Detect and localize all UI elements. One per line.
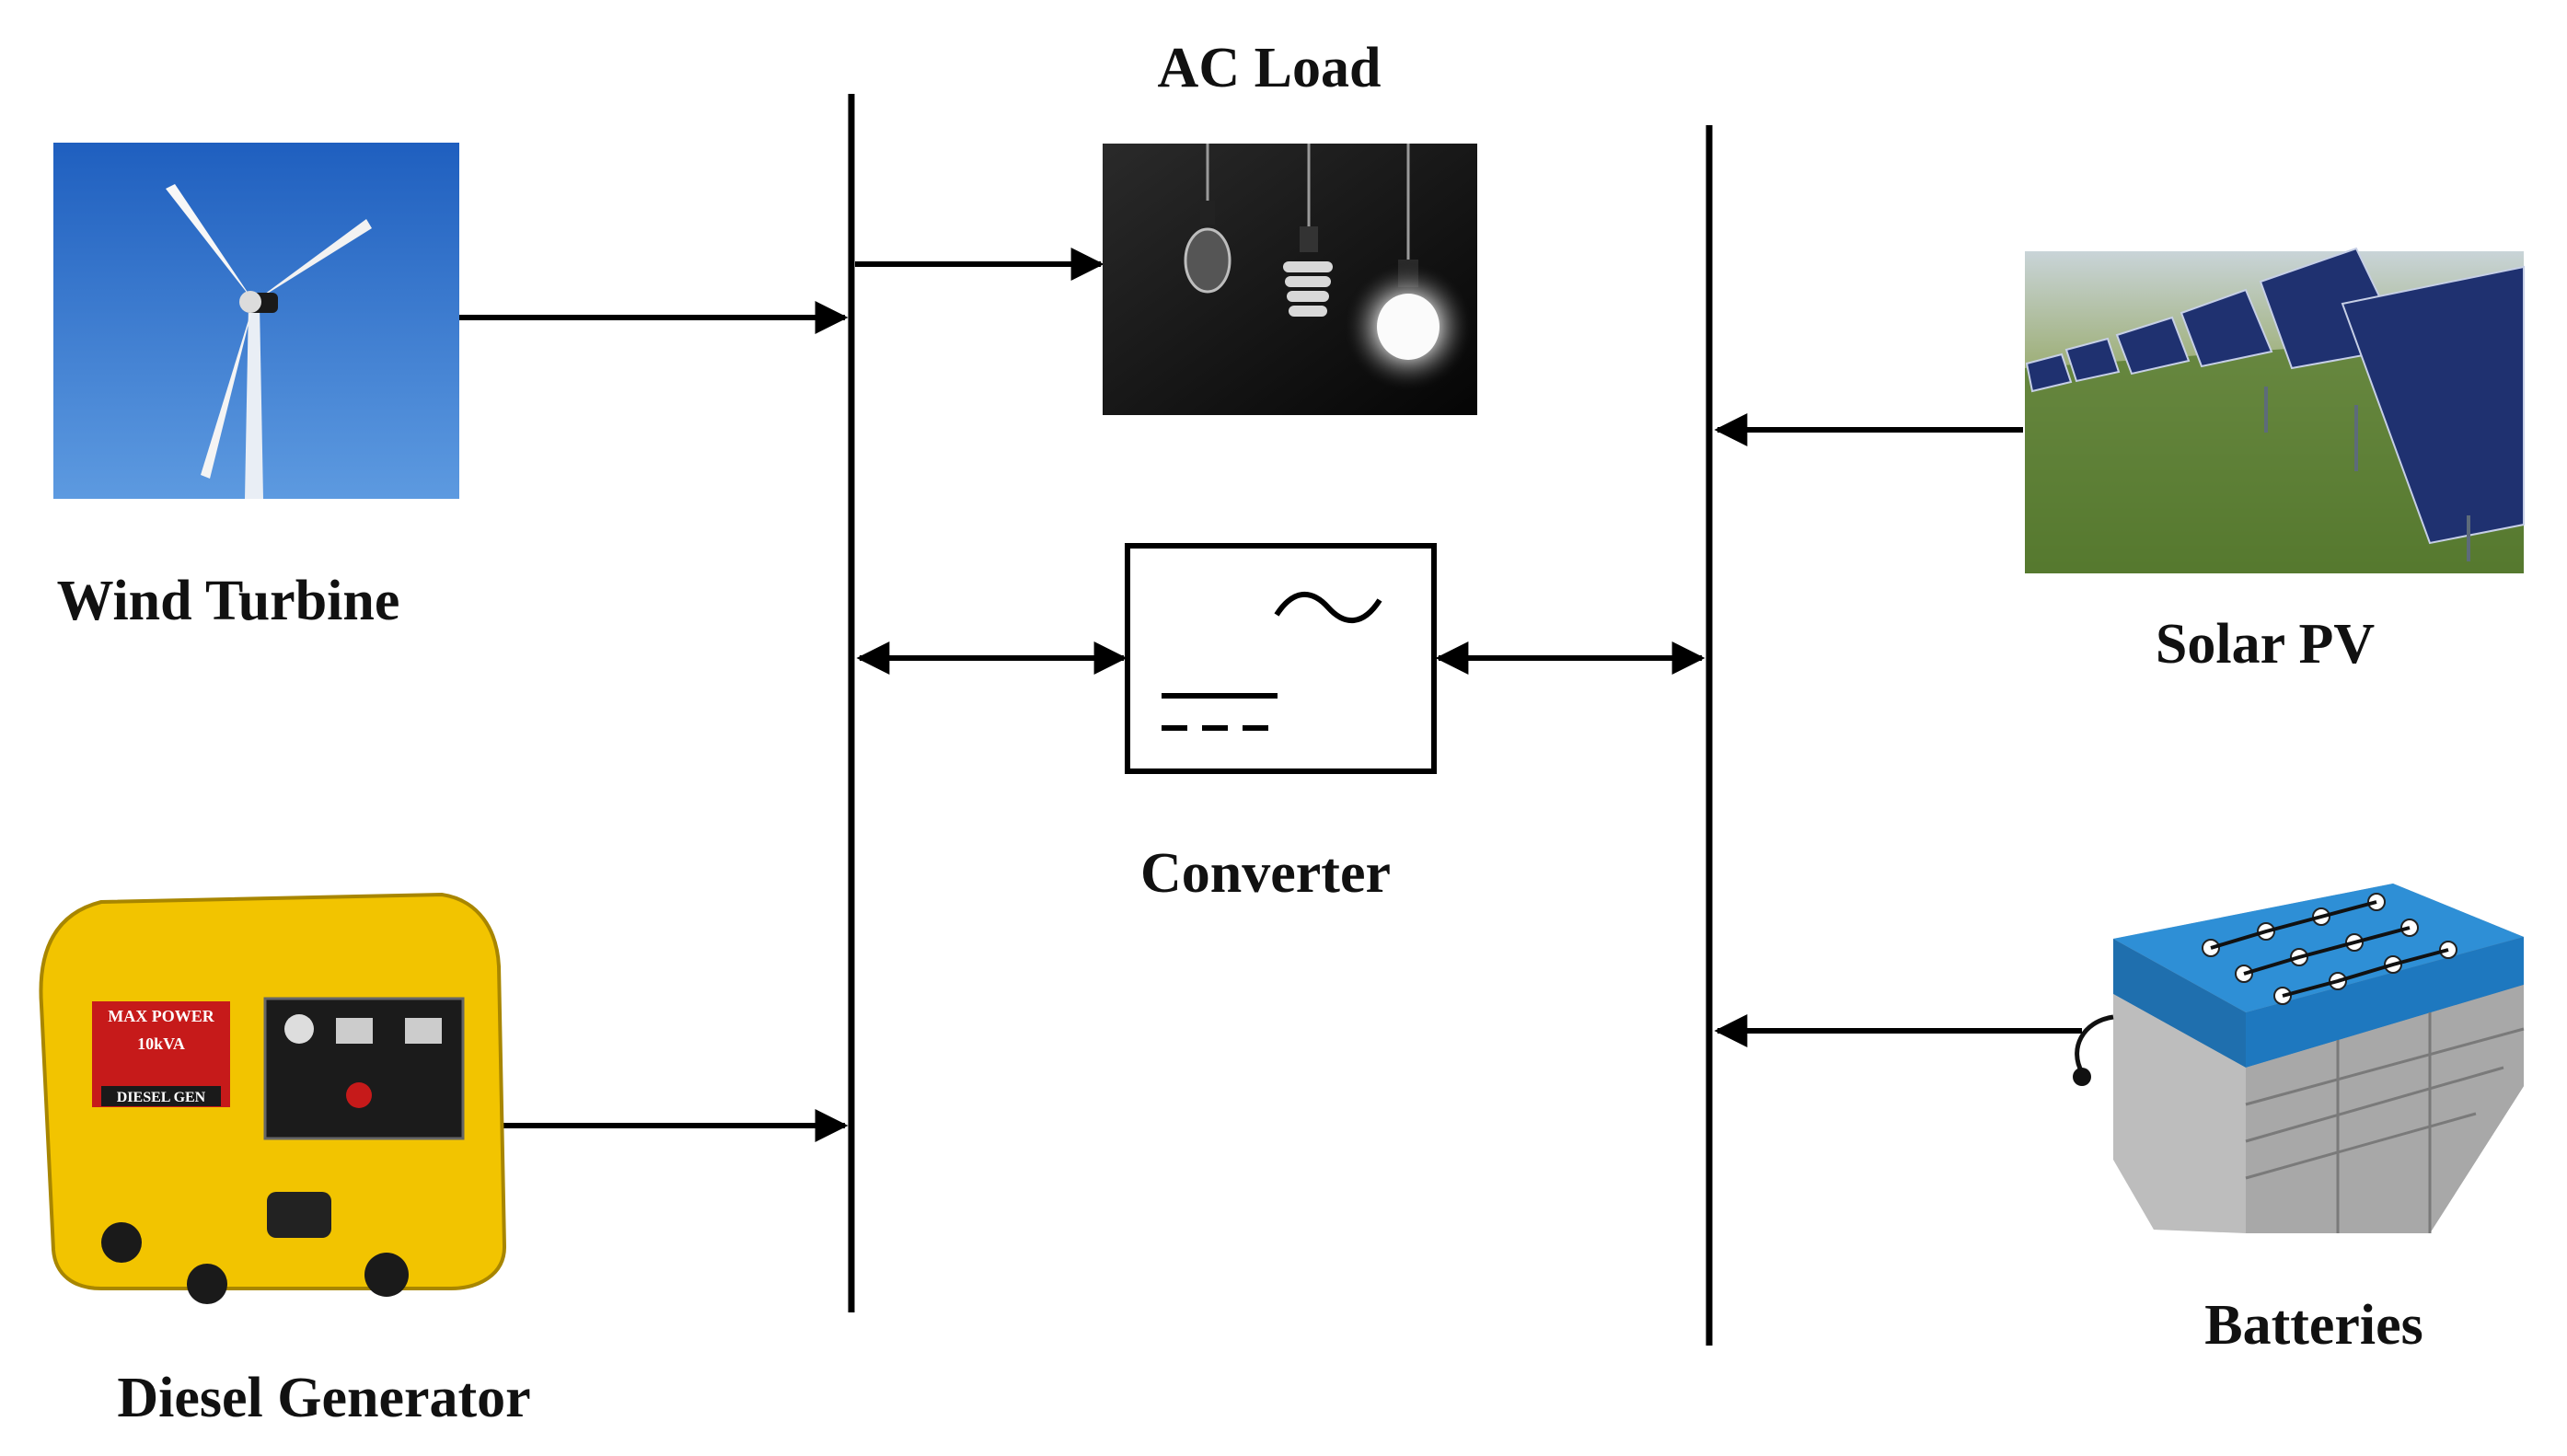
wind-turbine-label: Wind Turbine [57,570,400,632]
diesel-generator-icon: MAX POWER 10kVA DIESEL GEN [39,892,507,1304]
converter-label: Converter [1140,842,1391,905]
converter-box [1125,543,1437,774]
solar-pv-label: Solar PV [2156,613,2375,676]
svg-text:10kVA: 10kVA [137,1034,185,1053]
solar-panel-icon [2025,247,2525,573]
generator-panel-text: MAX POWER 10kVA DIESEL GEN [108,1007,214,1105]
diesel-generator-label: Diesel Generator [117,1367,530,1429]
batteries-label: Batteries [2204,1294,2423,1357]
svg-text:MAX POWER: MAX POWER [108,1007,214,1025]
wind-turbine-icon [53,143,459,499]
light-bulbs-icon [1103,144,1477,415]
ac-load-label: AC Load [1158,37,1382,99]
battery-bank-icon [2073,884,2525,1233]
ac-dc-symbol-icon [1162,591,1382,731]
svg-text:DIESEL GEN: DIESEL GEN [117,1090,206,1105]
